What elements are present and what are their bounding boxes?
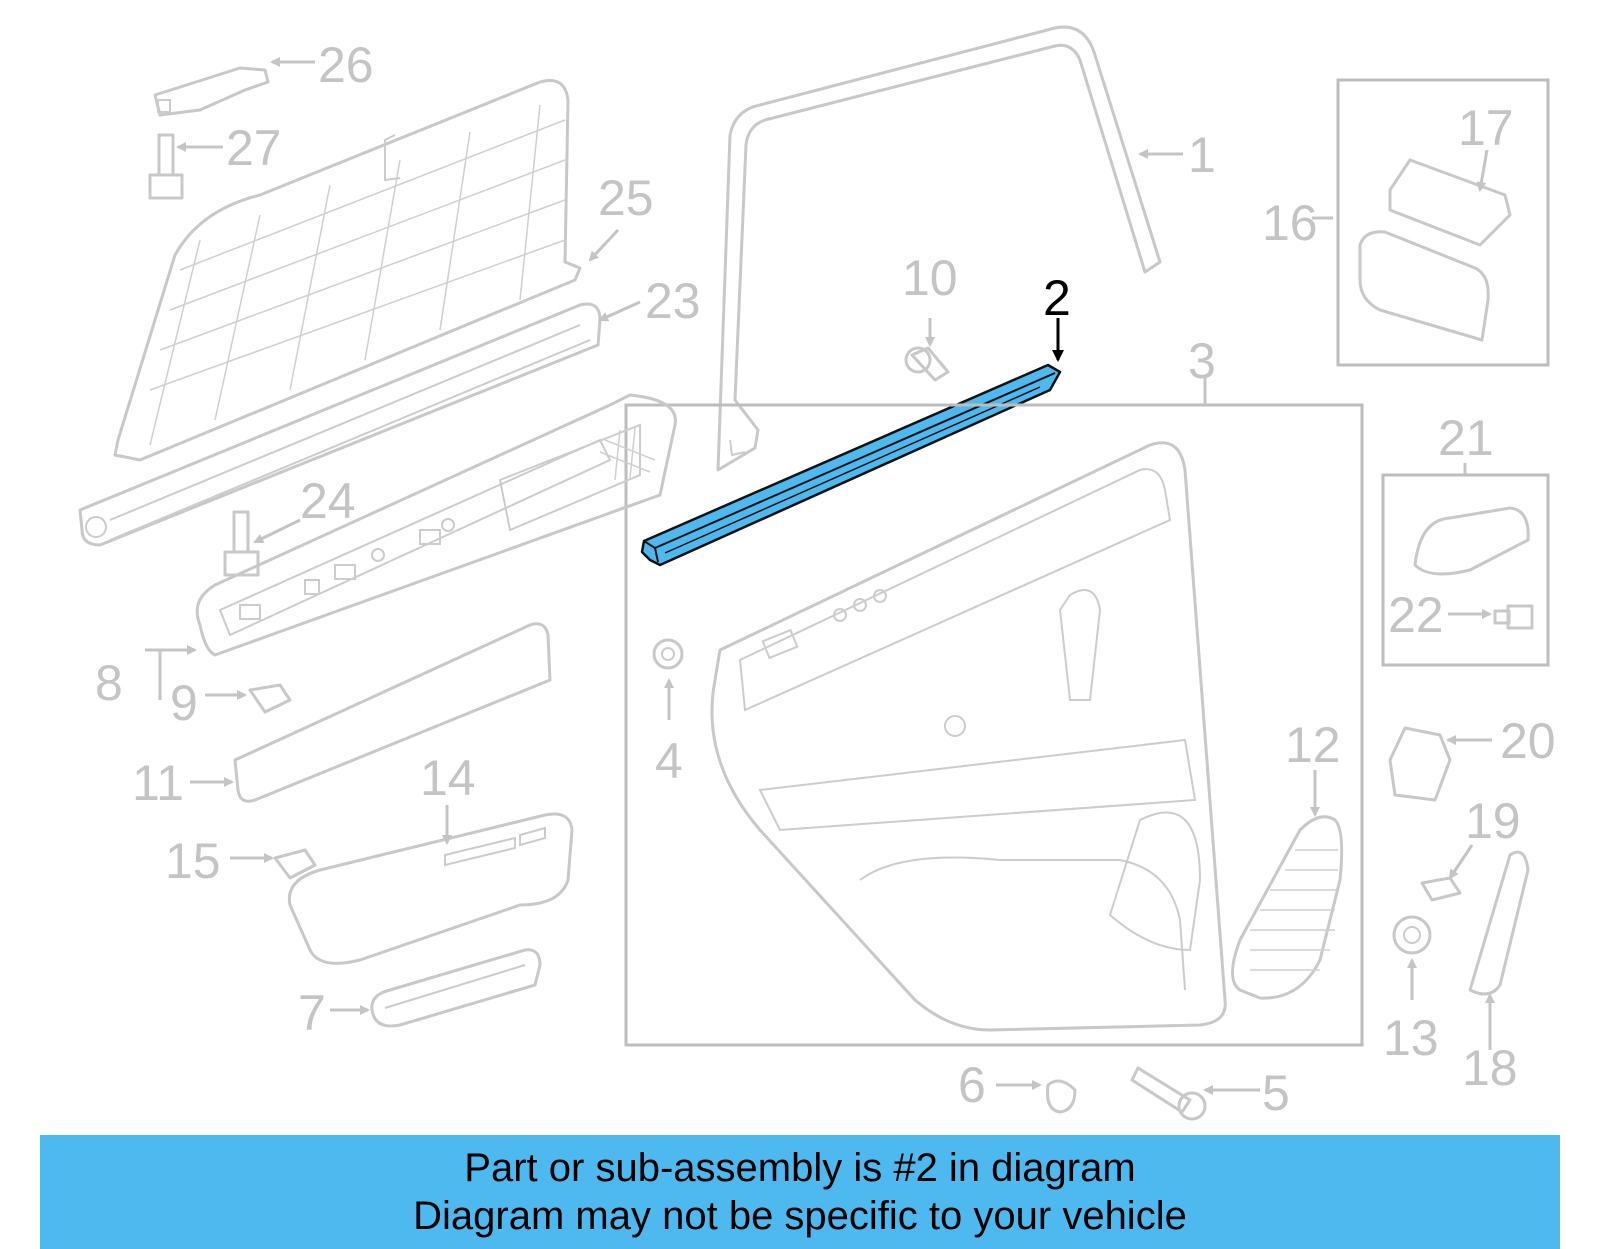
callout-21: 21 [1438, 410, 1494, 466]
callout-11: 11 [132, 755, 184, 811]
part-15-clip [273, 848, 317, 880]
part-20-switch [1388, 726, 1452, 802]
part-6-clip [1046, 1079, 1077, 1114]
info-banner: Part or sub-assembly is #2 in diagram Di… [40, 1135, 1560, 1249]
callout-2: 2 [1043, 270, 1071, 326]
part-16-switch-housing [1358, 230, 1490, 342]
callout-15: 15 [165, 833, 221, 889]
part-8-switch-bezel [195, 393, 677, 657]
callout-22: 22 [1388, 587, 1444, 643]
part-4-clip [652, 638, 684, 670]
callout-14: 14 [420, 750, 476, 806]
callout-5: 5 [1262, 1065, 1290, 1121]
callout-6: 6 [958, 1057, 986, 1113]
callout-13: 13 [1383, 1010, 1439, 1066]
part-14-armrest-pad [287, 812, 574, 965]
callout-4: 4 [655, 733, 683, 789]
callout-1: 1 [1188, 127, 1216, 183]
callout-10: 10 [902, 250, 958, 306]
banner-line-2: Diagram may not be specific to your vehi… [413, 1194, 1187, 1238]
callout-3: 3 [1188, 333, 1216, 389]
callout-24: 24 [300, 473, 356, 529]
part-5-bolt [1130, 1066, 1207, 1121]
callout-arrows [145, 57, 1495, 1095]
callout-19: 19 [1465, 793, 1521, 849]
part-17-switch [1388, 158, 1512, 247]
part-10-screw [904, 346, 950, 382]
callout-8: 8 [95, 655, 123, 711]
part-9-clip [248, 683, 292, 714]
part-19-clip [1420, 876, 1462, 902]
part-11-trim-strip [233, 622, 552, 803]
part-21-handle [1413, 506, 1530, 576]
part-24-bolt [223, 510, 260, 577]
part-13-plug [1392, 915, 1432, 955]
callout-17: 17 [1458, 100, 1514, 156]
part-25-sunshade [113, 79, 582, 462]
callout-26: 26 [318, 37, 374, 93]
callout-20: 20 [1500, 713, 1556, 769]
callout-25: 25 [598, 170, 654, 226]
callout-7: 7 [298, 985, 326, 1041]
callout-12: 12 [1285, 717, 1341, 773]
part-27-bolt [148, 133, 184, 200]
callout-23: 23 [645, 273, 701, 329]
part-1-window-channel [716, 25, 1162, 472]
part-16-box [1336, 78, 1550, 367]
callout-9: 9 [170, 675, 198, 731]
callout-16: 16 [1262, 195, 1318, 251]
part-22-bulb [1493, 604, 1534, 630]
part-18-trim [1468, 850, 1530, 996]
part-23-armrest-frame [78, 302, 602, 547]
part-3-box [624, 403, 1364, 1047]
callout-18: 18 [1462, 1040, 1518, 1096]
part-7-pull-cup [370, 948, 542, 1028]
part-3-door-trim-panel [710, 441, 1227, 1032]
part-12-speaker-grille [1231, 815, 1344, 1000]
callout-numbers: 1 3 4 5 6 7 8 9 10 11 12 13 14 15 16 17 … [95, 37, 1556, 1121]
banner-line-1: Part or sub-assembly is #2 in diagram [464, 1146, 1136, 1190]
callout-27: 27 [226, 120, 282, 176]
part-26-bracket [153, 66, 270, 117]
part-2-belt-weatherstrip [640, 363, 1062, 567]
